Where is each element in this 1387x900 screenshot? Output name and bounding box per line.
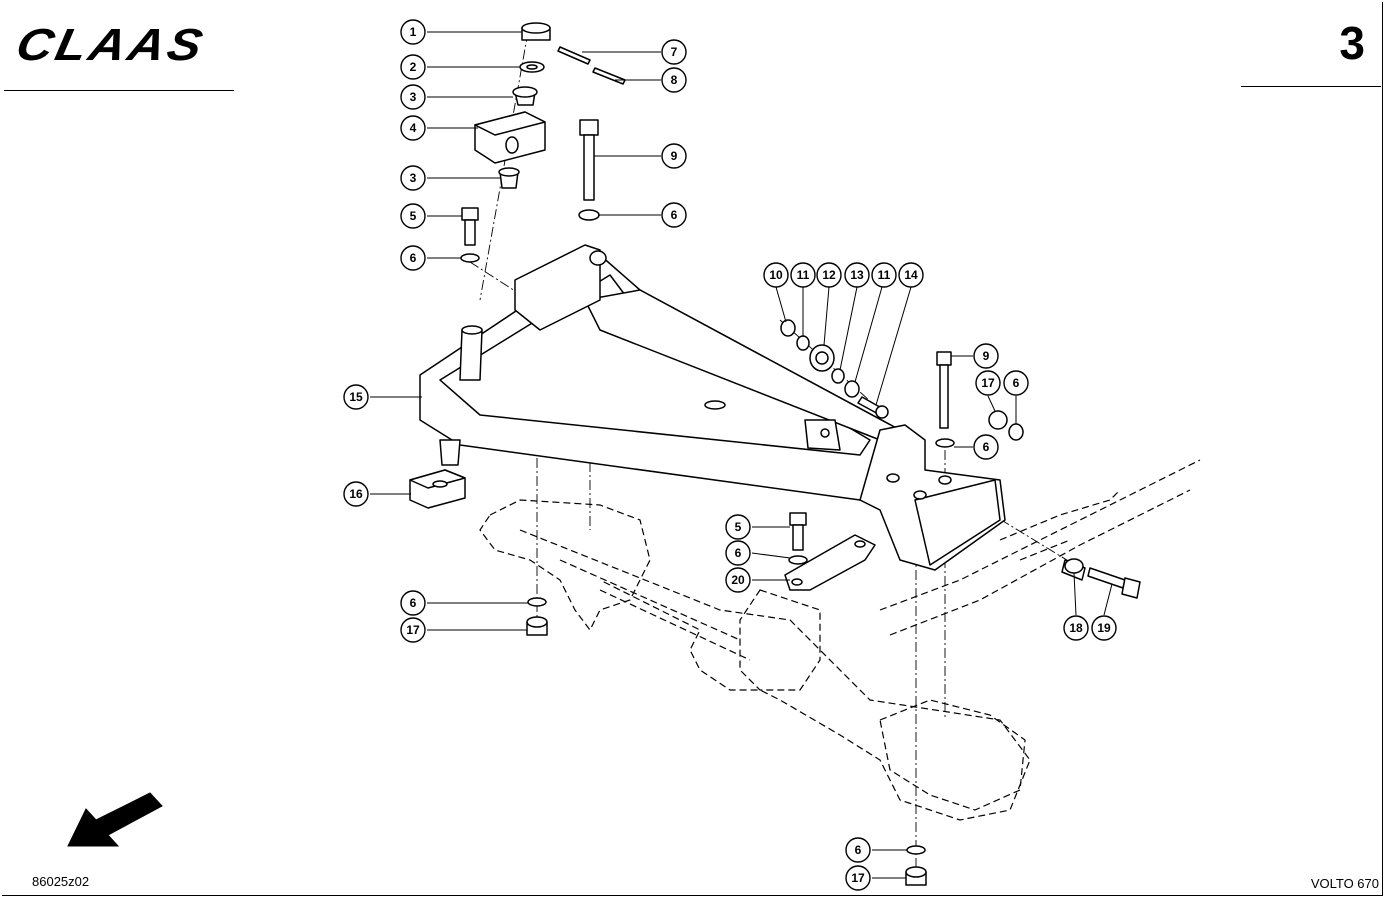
svg-text:19: 19 bbox=[1097, 621, 1111, 635]
callout-4: 4 bbox=[400, 115, 426, 141]
mounting-bracket bbox=[859, 424, 1006, 571]
callout-6: 6 bbox=[400, 245, 426, 271]
svg-text:17: 17 bbox=[851, 871, 865, 885]
callout-17-lower-left: 17 bbox=[400, 617, 426, 643]
svg-text:4: 4 bbox=[410, 121, 417, 135]
svg-text:14: 14 bbox=[904, 268, 918, 282]
callout-12: 12 bbox=[816, 262, 842, 288]
small-parts bbox=[409, 22, 1141, 886]
svg-text:17: 17 bbox=[981, 376, 995, 390]
svg-text:12: 12 bbox=[822, 268, 836, 282]
svg-text:18: 18 bbox=[1069, 621, 1083, 635]
callout-2: 2 bbox=[400, 54, 426, 80]
callout-9: 9 bbox=[661, 143, 687, 169]
callout-1: 1 bbox=[400, 19, 426, 45]
svg-text:1: 1 bbox=[410, 25, 417, 39]
svg-text:6: 6 bbox=[735, 546, 742, 560]
callout-3: 3 bbox=[400, 84, 426, 110]
callout-6-plate: 6 bbox=[725, 540, 751, 566]
callout-10: 10 bbox=[763, 262, 789, 288]
king-pin bbox=[439, 325, 483, 466]
callout-11: 11 bbox=[790, 262, 816, 288]
callout-14: 14 bbox=[898, 262, 924, 288]
svg-text:3: 3 bbox=[410, 90, 417, 104]
callout-5-plate: 5 bbox=[725, 514, 751, 540]
svg-text:9: 9 bbox=[671, 149, 678, 163]
svg-text:6: 6 bbox=[410, 596, 417, 610]
svg-text:6: 6 bbox=[410, 251, 417, 265]
svg-text:17: 17 bbox=[406, 623, 420, 637]
svg-text:6: 6 bbox=[1013, 376, 1020, 390]
callout-8: 8 bbox=[661, 67, 687, 93]
callout-3-lower: 3 bbox=[400, 165, 426, 191]
callout-18: 18 bbox=[1063, 615, 1089, 641]
svg-text:11: 11 bbox=[878, 268, 891, 282]
callout-5: 5 bbox=[400, 203, 426, 229]
callout-13: 13 bbox=[844, 262, 870, 288]
page-number: 3 bbox=[1339, 17, 1365, 69]
svg-text:3: 3 bbox=[410, 171, 417, 185]
svg-text:2: 2 bbox=[410, 60, 417, 74]
svg-text:9: 9 bbox=[983, 349, 990, 363]
drawing-id: 86025z02 bbox=[32, 874, 90, 889]
callout-17-bottom: 17 bbox=[845, 865, 871, 891]
callout-9-right: 9 bbox=[973, 343, 999, 369]
callout-6-bracket: 6 bbox=[973, 434, 999, 460]
svg-text:16: 16 bbox=[349, 487, 363, 501]
callout-16: 16 bbox=[343, 481, 369, 507]
svg-text:15: 15 bbox=[349, 390, 363, 404]
a-frame-part-15 bbox=[419, 244, 901, 501]
svg-text:20: 20 bbox=[731, 573, 745, 587]
svg-text:13: 13 bbox=[850, 268, 864, 282]
callout-20: 20 bbox=[725, 567, 751, 593]
model-name: VOLTO 670 bbox=[1310, 876, 1379, 891]
svg-text:5: 5 bbox=[735, 520, 742, 534]
svg-text:5: 5 bbox=[410, 209, 417, 223]
callout-19: 19 bbox=[1091, 615, 1117, 641]
svg-text:8: 8 bbox=[671, 73, 678, 87]
page-rule bbox=[1241, 86, 1381, 87]
callout-6-lower-left: 6 bbox=[400, 590, 426, 616]
svg-text:6: 6 bbox=[855, 843, 862, 857]
leader-lines bbox=[370, 31, 1113, 879]
phantom-axle bbox=[479, 459, 1201, 821]
callout-7: 7 bbox=[661, 39, 687, 65]
svg-text:11: 11 bbox=[797, 268, 810, 282]
svg-text:6: 6 bbox=[671, 208, 678, 222]
callout-6-right: 6 bbox=[1003, 370, 1029, 396]
svg-text:6: 6 bbox=[983, 440, 990, 454]
svg-text:7: 7 bbox=[671, 45, 678, 59]
callout-15: 15 bbox=[343, 384, 369, 410]
callout-17: 17 bbox=[975, 370, 1001, 396]
callout-11-second: 11 bbox=[871, 262, 897, 288]
callout-6-bottom: 6 bbox=[845, 837, 871, 863]
brand-rule bbox=[4, 90, 234, 91]
callout-6-upper: 6 bbox=[661, 202, 687, 228]
svg-text:10: 10 bbox=[769, 268, 783, 282]
direction-arrow bbox=[67, 792, 163, 847]
